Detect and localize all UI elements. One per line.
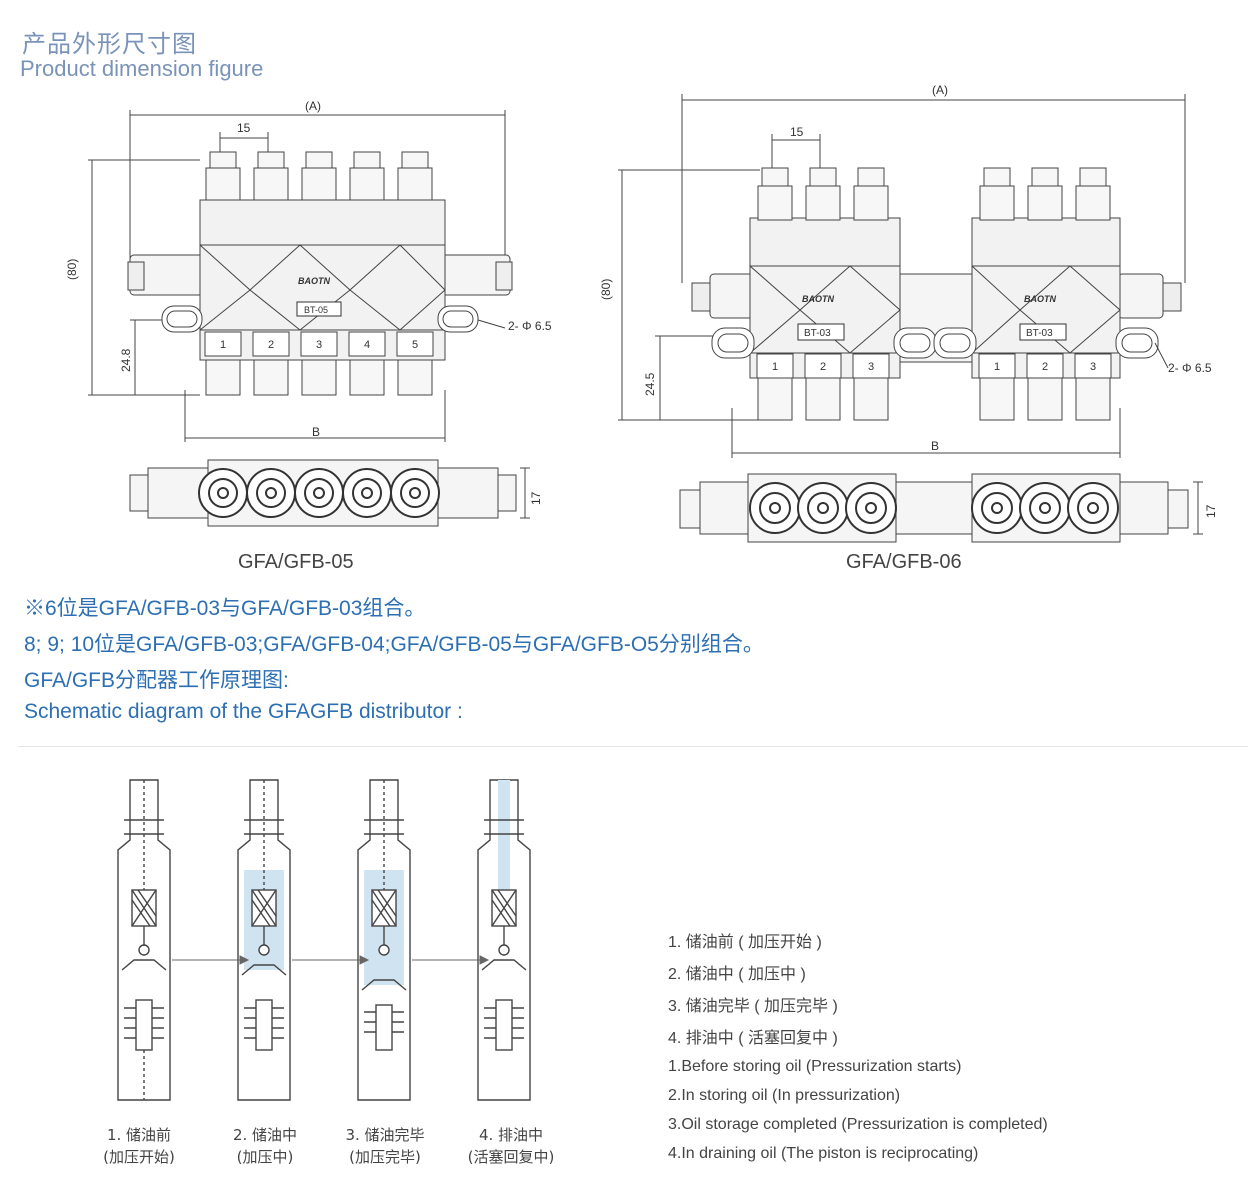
legend-en-4: 4.In draining oil (The piston is recipro… bbox=[668, 1145, 979, 1162]
stage-2-caption: 2. 储油中 (加压中) bbox=[200, 1124, 330, 1168]
note-line-4: Schematic diagram of the GFAGFB distribu… bbox=[24, 700, 463, 723]
legend-en-3: 3.Oil storage completed (Pressurization … bbox=[668, 1116, 1048, 1133]
right-dim-b: B bbox=[931, 439, 939, 453]
stage-4-caption: 4. 排油中 (活塞回复中) bbox=[446, 1124, 576, 1168]
stage-4-sub: (活塞回复中) bbox=[467, 1148, 555, 1166]
left-port-4: 4 bbox=[364, 339, 370, 351]
right-tag-1: BT-03 bbox=[804, 328, 831, 339]
left-dim-17: 17 bbox=[529, 491, 543, 505]
right-brand-2: BAOTN bbox=[1024, 294, 1056, 304]
left-dimension-drawing: (A) 15 (80) 24.8 B 17 2- Φ 6.5 BAOTN BT-… bbox=[65, 99, 552, 573]
left-dim-80: (80) bbox=[65, 259, 79, 280]
left-port-1: 1 bbox=[220, 339, 226, 351]
left-dim-b: B bbox=[312, 425, 320, 439]
stage-2-sub: (加压中) bbox=[236, 1148, 294, 1166]
stage-3-caption: 3. 储油完毕 (加压完毕) bbox=[320, 1124, 450, 1168]
left-dim-a: (A) bbox=[305, 99, 321, 113]
right-port-b2: 2 bbox=[1042, 361, 1048, 373]
legend-zh-2: 2. 储油中 ( 加压中 ) bbox=[668, 966, 806, 983]
legend-en-1: 1.Before storing oil (Pressurization sta… bbox=[668, 1058, 962, 1075]
left-dim-248: 24.8 bbox=[119, 348, 133, 372]
right-port-b1: 1 bbox=[994, 361, 1000, 373]
legend-zh-4: 4. 排油中 ( 活塞回复中 ) bbox=[668, 1030, 838, 1047]
legend-zh-3: 3. 储油完毕 ( 加压完毕 ) bbox=[668, 998, 838, 1015]
right-port-a2: 2 bbox=[820, 361, 826, 373]
left-port-3: 3 bbox=[316, 339, 322, 351]
right-dimension-drawing: (A) 15 (80) 24.5 B 17 2- Φ 6.5 BAOTN BAO… bbox=[600, 83, 1218, 573]
stage-1-sub: (加压开始) bbox=[103, 1148, 175, 1166]
right-dim-245: 24.5 bbox=[643, 372, 657, 396]
left-model-label: GFA/GFB-05 bbox=[238, 551, 354, 573]
stage-1-title: 1. 储油前 bbox=[106, 1126, 172, 1144]
right-port-a1: 1 bbox=[772, 361, 778, 373]
title-english: Product dimension figure bbox=[20, 56, 264, 81]
left-port-5: 5 bbox=[412, 339, 418, 351]
stage-3-sub: (加压完毕) bbox=[349, 1148, 421, 1166]
divider bbox=[18, 746, 1248, 747]
right-tag-2: BT-03 bbox=[1026, 328, 1053, 339]
left-tag: BT-05 bbox=[304, 305, 328, 315]
right-dim-a: (A) bbox=[932, 83, 948, 97]
stage-1-caption: 1. 储油前 (加压开始) bbox=[74, 1124, 204, 1168]
stage-2-title: 2. 储油中 bbox=[232, 1126, 298, 1144]
note-line-1: ※6位是GFA/GFB-03与GFA/GFB-03组合。 bbox=[24, 597, 426, 620]
stage-4-title: 4. 排油中 bbox=[478, 1126, 544, 1144]
right-dim-15: 15 bbox=[790, 125, 804, 139]
right-hole-label: 2- Φ 6.5 bbox=[1168, 361, 1212, 375]
title-chinese: 产品外形尺寸图 bbox=[22, 30, 197, 58]
right-dim-80: (80) bbox=[600, 279, 613, 300]
left-brand: BAOTN bbox=[298, 276, 330, 286]
left-hole-label: 2- Φ 6.5 bbox=[508, 319, 552, 333]
schematic-diagram bbox=[117, 779, 531, 1101]
left-dim-15: 15 bbox=[237, 121, 251, 135]
legend-en-2: 2.In storing oil (In pressurization) bbox=[668, 1087, 901, 1104]
right-dim-17: 17 bbox=[1204, 504, 1218, 518]
note-line-3: GFA/GFB分配器工作原理图: bbox=[24, 669, 289, 692]
legend-zh-1: 1. 储油前 ( 加压开始 ) bbox=[668, 934, 822, 951]
right-model-label: GFA/GFB-06 bbox=[846, 551, 962, 573]
right-port-a3: 3 bbox=[868, 361, 874, 373]
right-port-b3: 3 bbox=[1090, 361, 1096, 373]
right-brand-1: BAOTN bbox=[802, 294, 834, 304]
left-port-2: 2 bbox=[268, 339, 274, 351]
stage-3-title: 3. 储油完毕 bbox=[345, 1126, 425, 1144]
note-line-2: 8; 9; 10位是GFA/GFB-03;GFA/GFB-04;GFA/GFB-… bbox=[24, 633, 764, 656]
